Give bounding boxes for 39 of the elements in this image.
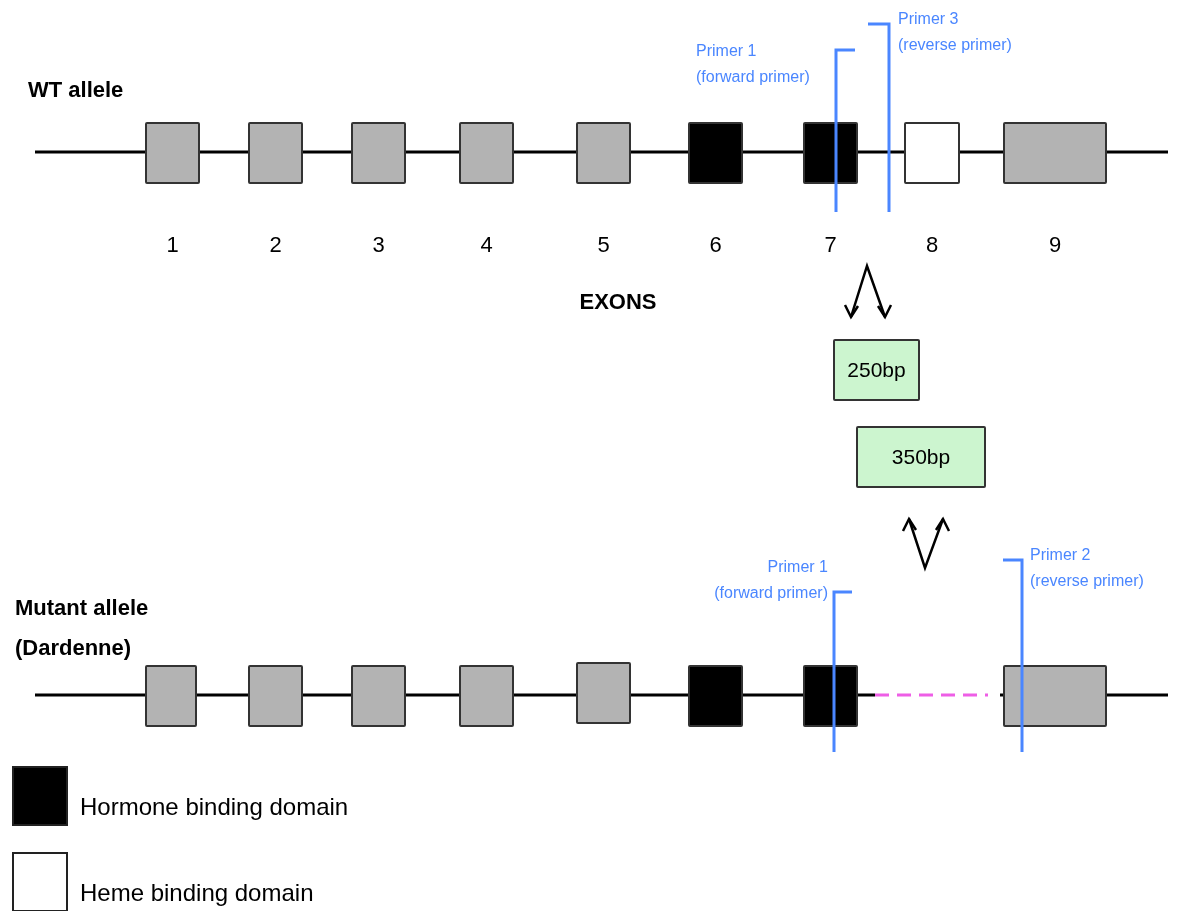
exon-number: 2 [268,231,283,259]
exon-number: 5 [596,231,611,259]
exon-box [248,665,303,727]
exon-number: 3 [371,231,386,259]
heading-label: Mutant allele (Dardenne) [15,594,150,662]
exon-box [351,122,406,184]
heading-label: EXONS [578,288,658,316]
exon-box [803,665,858,727]
exon-number: 9 [1047,231,1063,259]
amplicon-box [833,339,920,401]
primer-label: Primer 1 (forward primer) [713,557,828,603]
exon-box [248,122,303,184]
heading-label: WT allele [28,76,125,104]
exon-box [351,665,406,727]
exon-number: 4 [479,231,494,259]
exon-number: 7 [823,231,838,259]
exon-number: 1 [165,231,180,259]
amplicon-box [856,426,986,488]
primer-label: Primer 1 (forward primer) [696,41,811,87]
amplicon-size-text: 250bp [847,357,906,384]
exon-box [904,122,960,184]
exon-box [576,662,631,724]
exon-box [145,122,200,184]
amplicon-size-text: 350bp [891,444,951,471]
primer-label: Primer 3 (reverse primer) [898,9,1013,55]
exon-box [1003,122,1107,184]
exon-box [688,665,743,727]
exon-box [688,122,743,184]
legend-text: Hormone binding domain [80,792,349,822]
legend-text: Heme binding domain [80,878,314,908]
exon-box [1003,665,1107,727]
exon-number: 6 [708,231,723,259]
exon-number: 8 [924,231,940,259]
exon-box [459,122,514,184]
primer-label: Primer 2 (reverse primer) [1030,545,1145,591]
exon-box [459,665,514,727]
exon-box [145,665,197,727]
exon-box [576,122,631,184]
exon-box [803,122,858,184]
